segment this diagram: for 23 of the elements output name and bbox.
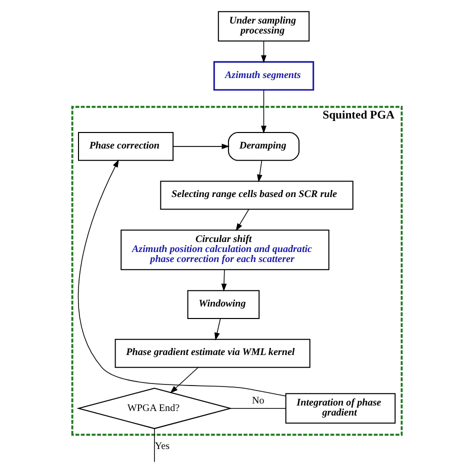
- node-box: Phase correction: [78, 132, 174, 161]
- arrow: [221, 269, 227, 292]
- connector: [230, 408, 286, 409]
- arrow: [78, 160, 286, 396]
- node-box: Azimuth segments: [213, 61, 314, 91]
- edge-label: No: [252, 395, 264, 406]
- arrow: [261, 40, 266, 64]
- arrow: [236, 209, 250, 232]
- node-box: Under sampling processing: [218, 11, 310, 42]
- arrow: [170, 366, 199, 394]
- node-box: Deramping: [228, 132, 300, 161]
- node-box: Integration of phase gradient: [285, 393, 396, 424]
- arrow: [172, 144, 230, 150]
- node-diamond: WPGA End?: [76, 388, 232, 430]
- arrow: [214, 318, 221, 340]
- arrow: [261, 90, 266, 134]
- node-box: Circular shift Azimuth position calculation and quadratic phase correction for each scatterer: [120, 230, 330, 270]
- node-box: Selecting range cells based on SCR rule: [160, 180, 354, 210]
- edge-label: Yes: [154, 441, 170, 452]
- node-box: Phase gradient estimate via WML kernel: [114, 338, 310, 368]
- node-box: Windowing: [187, 290, 260, 319]
- connector: [154, 428, 155, 462]
- arrow: [257, 160, 262, 182]
